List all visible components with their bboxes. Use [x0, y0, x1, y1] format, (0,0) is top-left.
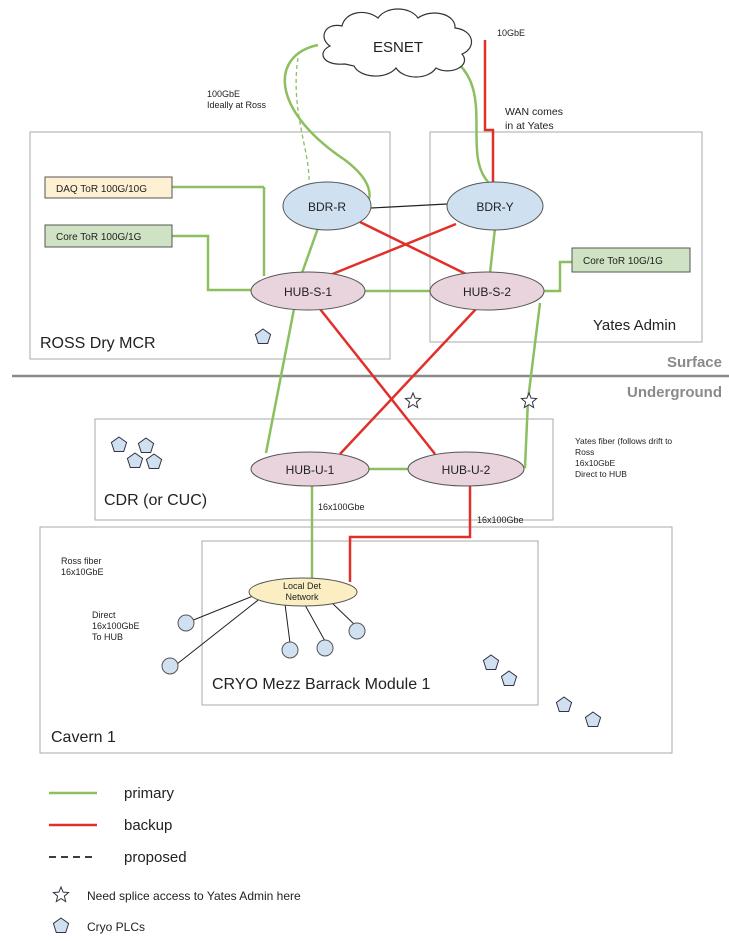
cryo-plc-icon — [500, 670, 518, 686]
legend-splice-label: Need splice access to Yates Admin here — [87, 889, 301, 903]
cryo-plc-icon — [584, 711, 602, 727]
hub-u2-link-note: 16x100Gbe — [477, 515, 524, 525]
direct-note-3: To HUB — [92, 632, 123, 642]
link-hub-s2-core-yates — [544, 260, 572, 293]
yates-zone-box — [429, 131, 703, 343]
cryo-plc-icon — [145, 453, 163, 469]
underground-label: Underground — [627, 384, 722, 401]
cloud-shape — [322, 8, 472, 78]
core-tor-yates-box — [571, 247, 691, 273]
cryo-zone-box — [201, 540, 539, 706]
splice-star-icon — [404, 391, 422, 409]
esnet-link-note-1: 100GbE — [207, 89, 240, 99]
daq-tor-box — [44, 176, 173, 199]
hub-s1-label: HUB-S-1 — [284, 285, 332, 299]
legend-star-icon — [52, 885, 70, 903]
surface-label: Surface — [667, 354, 722, 371]
direct-note-1: Direct — [92, 610, 116, 620]
ross-fiber-note-1: Ross fiber — [61, 556, 102, 566]
cryo-plc-icon — [254, 328, 272, 344]
cavern-zone-box — [39, 526, 673, 754]
hub-u2-node — [407, 451, 525, 487]
bdr-r-label: BDR-R — [308, 200, 346, 214]
hub-s2-node — [429, 271, 545, 311]
link-esnet-bdr-r-proposed — [295, 57, 310, 184]
ross-fiber-note-2: 16x10GbE — [61, 567, 104, 577]
local-det-label-1: Local Det — [283, 581, 322, 591]
legend: primary backup proposed Need splice acce… — [49, 785, 301, 934]
hub-u1-label: HUB-U-1 — [286, 463, 335, 477]
wan-speed-note: 10GbE — [497, 28, 525, 38]
cryo-plc-icons — [110, 328, 602, 727]
link-bdr-r-hub-s1 — [300, 227, 320, 274]
legend-plcs-label: Cryo PLCs — [87, 920, 145, 934]
legend-primary-label: primary — [124, 785, 175, 802]
endpoint-nodes — [161, 614, 366, 675]
hub-u2-label: HUB-U-2 — [442, 463, 491, 477]
legend-backup-label: backup — [124, 817, 172, 834]
cryo-plc-icon — [482, 654, 500, 670]
cavern-zone-label: Cavern 1 — [51, 729, 116, 746]
local-det-label-2: Network — [285, 592, 319, 602]
core-tor-yates-label: Core ToR 10G/1G — [583, 256, 663, 267]
local-det-node — [248, 577, 358, 607]
link-bdr-y-hub-s1 — [329, 222, 457, 277]
wan-note-1: WAN comes — [505, 106, 563, 118]
endpoint-node — [177, 614, 195, 632]
cryo-plc-icon — [110, 436, 128, 452]
endpoint-node — [161, 657, 179, 675]
yates-zone-label: Yates Admin — [593, 317, 676, 334]
yates-fiber-note-2: Ross — [575, 447, 594, 457]
cdr-zone-label: CDR (or CUC) — [104, 492, 207, 509]
hub-u1-link-note: 16x100Gbe — [318, 502, 365, 512]
backup-links — [319, 40, 495, 582]
daq-tor-label: DAQ ToR 100G/10G — [56, 184, 147, 195]
hub-u1-node — [250, 451, 370, 487]
endpoint-node — [281, 641, 299, 659]
link-hub-s2-hub-u2 — [507, 302, 542, 469]
bdr-r-node — [282, 181, 372, 231]
splice-star-icon — [520, 391, 538, 409]
wan-note-2: in at Yates — [505, 120, 554, 132]
core-tor-ross-label: Core ToR 100G/1G — [56, 232, 142, 243]
esnet-cloud: ESNET — [322, 8, 472, 78]
cdr-zone-box — [94, 418, 554, 521]
yates-fiber-note-4: Direct to HUB — [575, 469, 627, 479]
local-det-spokes — [176, 593, 358, 665]
endpoint-node — [316, 639, 334, 657]
link-hub-s1-hub-u2 — [319, 308, 436, 455]
legend-pentagon-icon — [52, 917, 70, 933]
core-tor-ross-box — [44, 224, 173, 248]
link-esnet-bdr-r — [283, 43, 371, 210]
link-bdr-r-hub-s2 — [359, 220, 469, 277]
cryo-plc-icon — [555, 696, 573, 712]
link-hub-s1-hub-u1 — [264, 308, 296, 454]
hub-s2-label: HUB-S-2 — [463, 285, 511, 299]
link-esnet-bdr-y-wan — [483, 40, 495, 185]
bdr-y-node — [446, 181, 544, 231]
link-core-ross-hub-s1 — [172, 234, 252, 292]
esnet-link-note-2: Ideally at Ross — [207, 100, 267, 110]
link-hub-u2-localdet — [348, 485, 472, 582]
ross-zone-label: ROSS Dry MCR — [40, 335, 156, 352]
cloud-label: ESNET — [373, 39, 423, 56]
link-bdr-y-hub-s2 — [488, 227, 497, 274]
cryo-plc-icon — [126, 452, 144, 468]
yates-fiber-note-1: Yates fiber (follows drift to — [575, 436, 672, 446]
direct-note-2: 16x100GbE — [92, 621, 140, 631]
ross-zone-box — [29, 131, 391, 360]
endpoint-node — [348, 622, 366, 640]
cryo-zone-label: CRYO Mezz Barrack Module 1 — [212, 676, 431, 693]
cryo-plc-icon — [137, 437, 155, 453]
yates-fiber-note-3: 16x10GbE — [575, 458, 615, 468]
link-hub-s2-hub-u1 — [339, 308, 477, 455]
legend-proposed-label: proposed — [124, 849, 187, 866]
hub-s1-node — [250, 271, 366, 311]
link-bdr-r-bdr-y — [370, 203, 448, 209]
bdr-y-label: BDR-Y — [476, 200, 513, 214]
